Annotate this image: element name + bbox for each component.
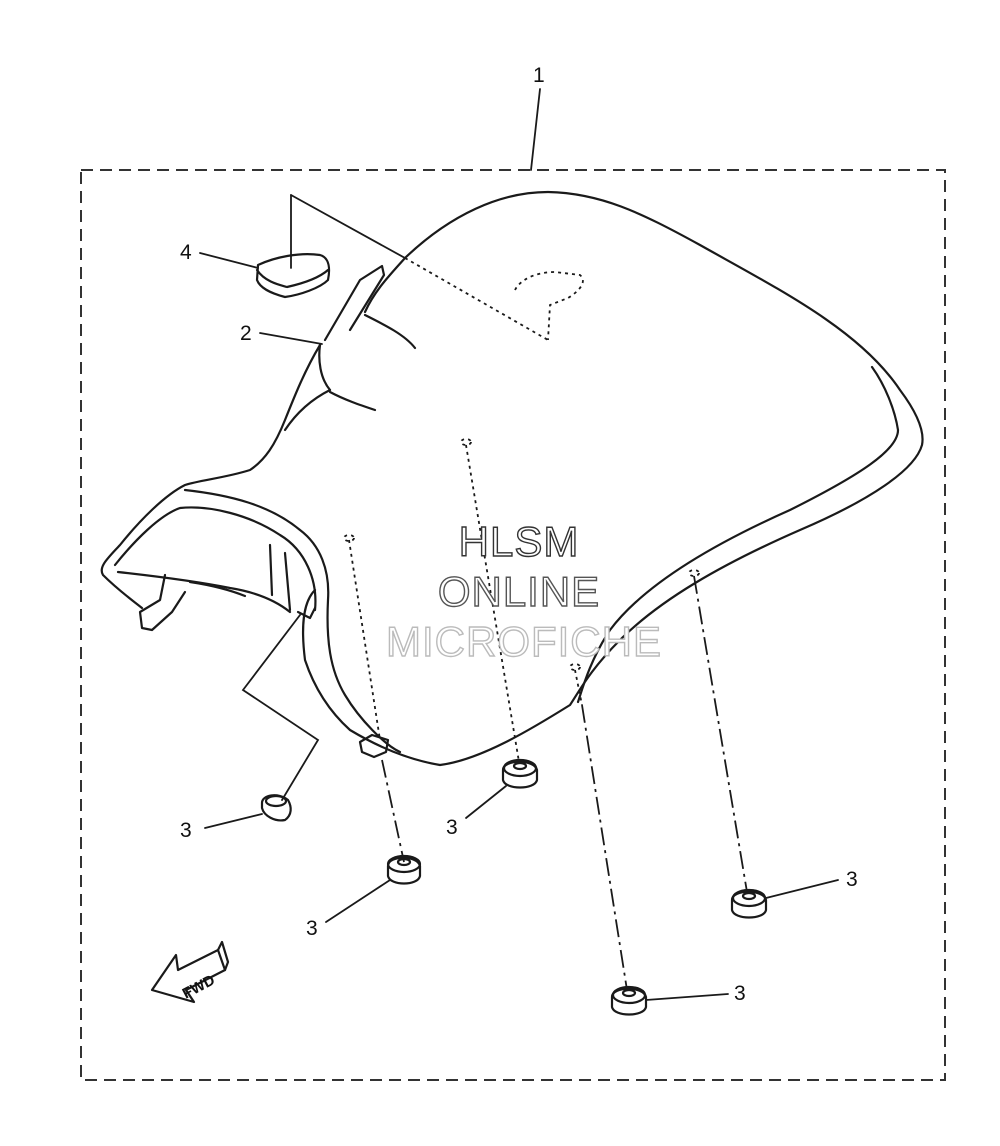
guide-line-e bbox=[241, 614, 320, 801]
seat-body bbox=[100, 190, 924, 767]
damper-2 bbox=[386, 854, 422, 885]
guide-line-b bbox=[465, 444, 520, 763]
guide-line-a-lower bbox=[381, 759, 405, 863]
pad bbox=[255, 194, 406, 299]
leader-line-2 bbox=[259, 332, 323, 345]
fwd-label: FWD bbox=[180, 971, 218, 1002]
callout-1[interactable]: 1 bbox=[533, 64, 545, 87]
guide-line-a bbox=[348, 539, 381, 741]
arrow-left-down-icon bbox=[150, 948, 227, 1004]
callout-2[interactable]: 2 bbox=[240, 322, 252, 345]
watermark-line-2: ONLINE bbox=[438, 568, 600, 615]
guide-line-c-lower bbox=[581, 704, 628, 991]
guide-line-c bbox=[574, 669, 583, 706]
hidden-pad-outline bbox=[514, 271, 584, 341]
leader-line-4 bbox=[199, 252, 259, 269]
leader-line-3c bbox=[465, 785, 507, 819]
damper-4 bbox=[730, 888, 768, 919]
damper-5 bbox=[610, 985, 648, 1016]
guide-line-d bbox=[693, 575, 748, 893]
callout-3a[interactable]: 3 bbox=[180, 819, 192, 842]
assembly-frame bbox=[80, 169, 946, 1081]
callout-4[interactable]: 4 bbox=[180, 241, 192, 264]
watermark: HLSM ONLINE MICROFICHE bbox=[385, 517, 662, 665]
mounting-holes bbox=[343, 438, 700, 671]
watermark-line-3: MICROFICHE bbox=[386, 618, 662, 665]
leader-line-3b bbox=[325, 879, 391, 923]
callout-3e[interactable]: 3 bbox=[734, 982, 746, 1005]
leader-line-1 bbox=[530, 88, 541, 171]
callout-3b[interactable]: 3 bbox=[306, 917, 318, 940]
pad-guide-line bbox=[404, 257, 549, 341]
leader-line-3a bbox=[204, 813, 263, 829]
fwd-marker: FWD bbox=[150, 940, 230, 1004]
damper-3 bbox=[501, 758, 539, 789]
watermark-line-1: HLSM bbox=[459, 518, 580, 565]
leader-line-3e bbox=[645, 993, 729, 1001]
callout-3d[interactable]: 3 bbox=[846, 868, 858, 891]
leader-line-3d bbox=[765, 879, 839, 899]
callout-3c[interactable]: 3 bbox=[446, 816, 458, 839]
damper-1 bbox=[260, 794, 292, 822]
